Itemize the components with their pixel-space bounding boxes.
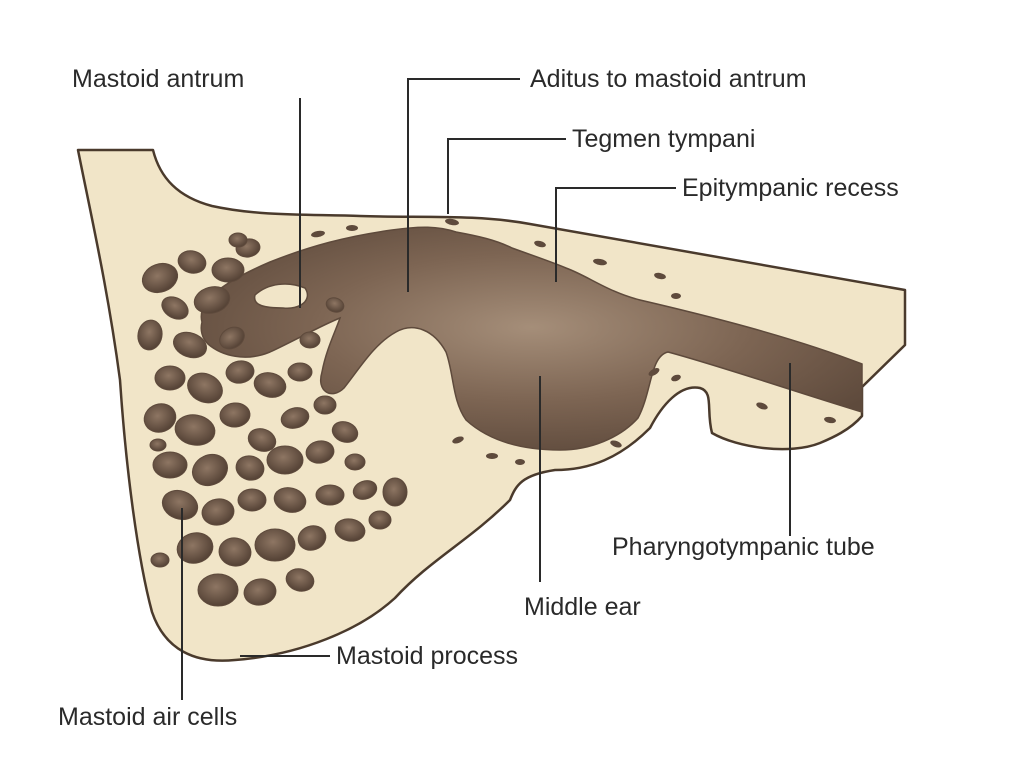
mastoid-air-cell (285, 568, 315, 592)
mastoid-air-cell (218, 537, 252, 567)
label-mastoid-antrum: Mastoid antrum (72, 65, 245, 93)
mastoid-air-cell (299, 331, 321, 349)
bone-pit (648, 368, 660, 376)
mastoid-air-cell (187, 372, 223, 404)
label-mastoid-air-cells: Mastoid air cells (58, 703, 238, 731)
bone-pit (654, 272, 666, 280)
mastoid-air-cell (141, 262, 179, 294)
mastoid-air-cell (219, 326, 245, 350)
label-middle-ear: Middle ear (524, 593, 641, 621)
mastoid-air-cell (331, 421, 359, 443)
leader-lines (181, 78, 791, 700)
bone-pit (824, 416, 836, 424)
leader-aditus (407, 78, 520, 292)
mastoid-air-cell (266, 445, 304, 475)
bone-pit (671, 293, 681, 299)
mastoid-air-cell (287, 362, 313, 382)
mastoid-air-cell (150, 552, 170, 568)
mastoid-air-cell (149, 438, 167, 452)
label-epitympanic-recess: Epitympanic recess (682, 174, 899, 202)
bone-pit (671, 374, 681, 382)
mastoid-air-cell (219, 402, 251, 428)
mastoid-air-cell (161, 296, 189, 320)
mastoid-air-cell (225, 360, 255, 384)
mastoid-air-cell (143, 403, 177, 433)
mastoid-air-cell (152, 451, 188, 479)
middle-ear-cavity (200, 226, 863, 451)
mastoid-air-cell (228, 232, 248, 248)
label-aditus: Aditus to mastoid antrum (530, 65, 807, 93)
mastoid-air-cell (237, 488, 267, 512)
label-pharyngotympanic-tube: Pharyngotympanic tube (612, 533, 875, 561)
label-tegmen-tympani: Tegmen tympani (572, 125, 756, 153)
mastoid-air-cell (235, 455, 265, 481)
mastoid-air-cell (137, 319, 163, 351)
bone-pit (534, 240, 546, 248)
mastoid-air-cell (247, 428, 277, 452)
bone-pits-group (311, 218, 836, 465)
bone-pit (346, 225, 358, 231)
label-mastoid-process: Mastoid process (336, 642, 519, 670)
bone-pit (756, 402, 768, 410)
mastoid-air-cell (344, 453, 366, 471)
mastoid-air-cell (253, 372, 287, 398)
mastoid-air-cell (197, 573, 239, 607)
mastoid-air-cell (254, 528, 296, 562)
mastoid-air-cell (273, 487, 307, 513)
mastoid-air-cell (174, 414, 216, 446)
bone-pit (610, 440, 622, 448)
mastoid-air-cell (173, 331, 207, 359)
mastoid-air-cell (177, 250, 207, 274)
mastoid-air-cell (154, 365, 186, 391)
mastoid-air-cell (211, 257, 245, 283)
mastoid-air-cell (368, 510, 392, 530)
mastoid-air-cell (334, 518, 366, 542)
mastoid-air-cell (161, 489, 199, 521)
antrum-bone-spur (253, 283, 309, 309)
bone-pit (452, 436, 464, 444)
bone-pit (593, 258, 607, 266)
mastoid-air-cell (325, 297, 345, 313)
mastoid-air-cell (297, 525, 327, 551)
bone-pit (486, 453, 498, 459)
leader-epitympanic-recess (555, 187, 676, 282)
mastoid-air-cell (176, 532, 214, 564)
mastoid-air-cells-group (137, 232, 408, 607)
mastoid-air-cell (193, 286, 231, 314)
mastoid-air-cell (313, 395, 337, 415)
bone-pit (311, 230, 325, 238)
mastoid-air-cell (305, 440, 335, 464)
mastoid-air-cell (201, 498, 235, 526)
mastoid-air-cell (280, 407, 310, 429)
mastoid-air-cell (382, 477, 408, 507)
bone-pit (515, 459, 525, 465)
bone-pit (445, 218, 459, 226)
mastoid-air-cell (315, 484, 345, 506)
leader-tegmen-tympani (447, 138, 566, 214)
mastoid-air-cell (352, 480, 378, 500)
mastoid-air-cell (243, 578, 277, 606)
mastoid-air-cell (191, 453, 229, 487)
